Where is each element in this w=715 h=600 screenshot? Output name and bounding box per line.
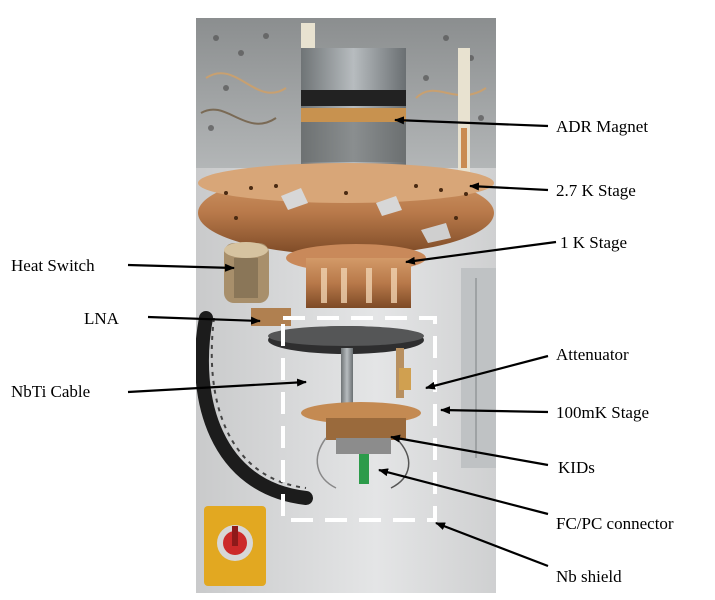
cryostat-photo: [196, 18, 496, 593]
nb-shield-outline: [281, 316, 437, 522]
label-heat-switch: Heat Switch: [11, 256, 95, 275]
label-nb-shield: Nb shield: [556, 567, 622, 586]
label-100mk-stage: 100mK Stage: [556, 403, 650, 422]
label-lna: LNA: [84, 309, 119, 328]
lna-module: [251, 308, 291, 326]
label-adr-magnet: ADR Magnet: [556, 117, 649, 136]
label-fc-pc-connector: FC/PC connector: [556, 514, 674, 533]
label-nbti-cable: NbTi Cable: [11, 382, 91, 401]
cable-coil: [196, 311, 313, 505]
label-2-7k-stage: 2.7 K Stage: [556, 181, 636, 200]
label-1k-stage: 1 K Stage: [560, 233, 628, 252]
window-frame: [461, 268, 496, 468]
label-kids: KIDs: [558, 458, 595, 477]
label-attenuator: Attenuator: [556, 345, 629, 364]
attenuator-module: [399, 368, 411, 390]
kids-box: [336, 438, 391, 454]
fc-pc-connector: [359, 454, 369, 484]
